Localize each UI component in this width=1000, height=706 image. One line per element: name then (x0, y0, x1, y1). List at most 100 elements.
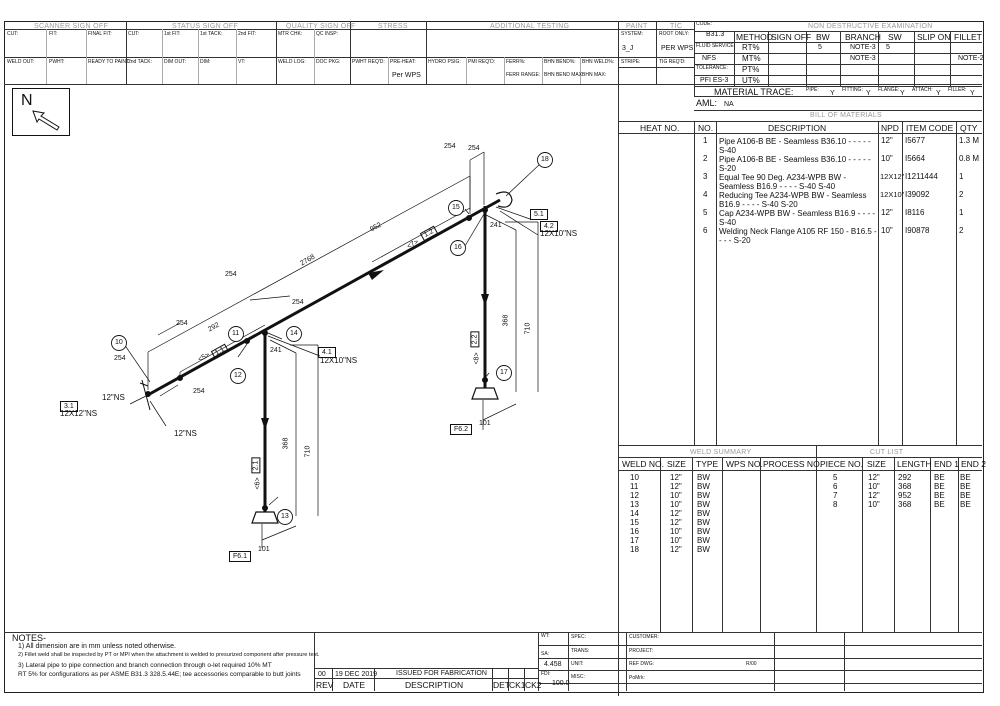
cut-list-cell: BE (934, 473, 945, 482)
nde-col-branch: BRANCH (845, 32, 881, 42)
nde-col-sign-off: SIGN OFF (771, 32, 812, 42)
bom-row-item-code: I39092 (905, 190, 930, 199)
nde-col-bw: BW (816, 32, 830, 42)
label-code: CODE: (696, 21, 712, 27)
bom-row-npd: 10" (881, 226, 893, 235)
piece-tag-6: <6> (254, 477, 262, 490)
label-fdi: FDI: (541, 671, 551, 677)
bom-col-item-code: ITEM CODE (906, 123, 954, 133)
mt-filler-label: FILLER: (948, 87, 967, 93)
weld-summary-cell: 10" (670, 500, 682, 509)
label-ferr: FERR%: (506, 59, 526, 65)
box-5-1: 5.1 (530, 209, 548, 220)
weld-summary-cell: 18 (630, 545, 639, 554)
cut-list-cell: 10" (868, 500, 880, 509)
dim-368: 368 (502, 314, 510, 327)
label-fluid-service: FLUID SERVICE: (696, 43, 736, 49)
weld-summary-cell: 15 (630, 518, 639, 527)
nde-branch-value: NOTE-3 (850, 55, 876, 62)
label-customer: CUSTOMER: (629, 634, 659, 640)
ws-col-process-no: PROCESS NO. (763, 459, 823, 469)
rev-col-ck2: CK2 (525, 680, 542, 690)
label-trans: TRANS: (571, 648, 590, 654)
drawing-sheet (4, 21, 984, 693)
cut-list-cell: 12" (868, 473, 880, 482)
bom-row-npd: 12X12" (880, 172, 905, 181)
bom-row-description: Cap A234-WPB BW - Seamless B16.9 - - - -… (719, 209, 876, 228)
callout-4-2: 12X10"NS (540, 229, 578, 238)
weld-tag-14: 14 (290, 330, 298, 337)
nde-col-slip-on: SLIP ON (917, 32, 951, 42)
bom-row-no: 3 (703, 172, 708, 181)
weld-summary-cell: BW (697, 518, 710, 527)
nde-method: MT% (742, 54, 761, 63)
dim-710: 710 (524, 322, 532, 335)
preheat-value: Per WPS (392, 72, 421, 79)
bom-row-npd: 12X10" (880, 190, 905, 199)
box-4-2: 4.2 (540, 221, 558, 232)
label-2nd-fit: 2nd FIT: (238, 31, 257, 37)
label-dim: DIM: (200, 59, 211, 65)
weld-summary-cell: BW (697, 545, 710, 554)
sa-value: 4.458 (544, 661, 562, 668)
weld-summary-cell: BW (697, 536, 710, 545)
aml-value: NA (724, 101, 734, 108)
mt-pipe-label: PIPE: (806, 87, 819, 93)
weld-summary-cell: 10" (670, 527, 682, 536)
header-scanner: SCANNER SIGN OFF (34, 23, 109, 30)
cut-list-cell: 10" (868, 482, 880, 491)
box-4-1: 4.1 (318, 347, 336, 358)
bom-col-qty: QTY (960, 123, 978, 133)
bom-row-qty: 1.3 M (959, 136, 980, 145)
flow-arrow (261, 418, 269, 430)
cut-list-cell: BE (934, 500, 945, 509)
bom-row-qty: 1 (959, 172, 964, 181)
header-tic: TIC (670, 23, 683, 30)
box-f6-1: F6.1 (229, 551, 252, 562)
label-cut: CUT: (7, 31, 19, 37)
ws-col-type: TYPE (696, 459, 719, 469)
ref-dwg-rev: R/00 (746, 661, 757, 667)
cl-col-length: LENGTH (897, 459, 932, 469)
fdi-value: 100.0 (552, 680, 570, 687)
label-bhn-bend-max: BHN BEND MAX: (544, 72, 584, 78)
cut-list-title: CUT LIST (870, 449, 904, 456)
bom-title: BILL OF MATERIALS (810, 112, 883, 119)
rev-col-description: DESCRIPTION (405, 680, 464, 690)
cut-list-cell: BE (934, 482, 945, 491)
label-weld-log: WELD LOG: (278, 59, 306, 65)
weld-summary-cell: 13 (630, 500, 639, 509)
rev-col-det: DET (493, 680, 510, 690)
cl-col-piece-no: PIECE NO. (820, 459, 863, 469)
bom-row-no: 4 (703, 190, 708, 199)
dim-368: 368 (282, 437, 290, 450)
cut-list-cell: 12" (868, 491, 880, 500)
weld-tag-15: 15 (452, 204, 460, 211)
label-weld-out: WELD OUT: (7, 59, 35, 65)
weld-summary-cell: BW (697, 491, 710, 500)
header-stress: STRESS (378, 23, 408, 30)
header-additional-testing: ADDITIONAL TESTING (490, 23, 570, 30)
cl-col-end1: END 1 (934, 459, 960, 469)
main-pipe (145, 198, 501, 398)
ws-col-size: SIZE (667, 459, 686, 469)
weld-summary-cell: 14 (630, 509, 639, 518)
dim-241: 241 (270, 347, 282, 354)
cap (495, 191, 513, 208)
box-f6-2: F6.2 (450, 424, 473, 435)
bom-row-description: Welding Neck Flange A105 RF 150 - B16.5 … (719, 227, 877, 246)
weld-summary-cell: 10 (630, 473, 639, 482)
north-arrow-box: N (12, 88, 70, 136)
bom-row-no: 6 (703, 226, 708, 235)
flange-2 (471, 387, 499, 400)
isometric-drawing (111, 151, 553, 548)
label-dim-out: DIM OUT: (164, 59, 186, 65)
material-trace-title: MATERIAL TRACE: (714, 87, 794, 97)
bom-col-heat: HEAT NO. (640, 123, 680, 133)
cut-list-cell: 368 (898, 500, 912, 509)
nde-col-method: METHOD (736, 32, 773, 42)
bom-row-qty: 1 (959, 208, 964, 217)
root-only-value: PER WPS (661, 45, 694, 52)
flow-arrow (368, 270, 384, 280)
label-bhn-bend: BHN BEND%: (544, 59, 576, 65)
